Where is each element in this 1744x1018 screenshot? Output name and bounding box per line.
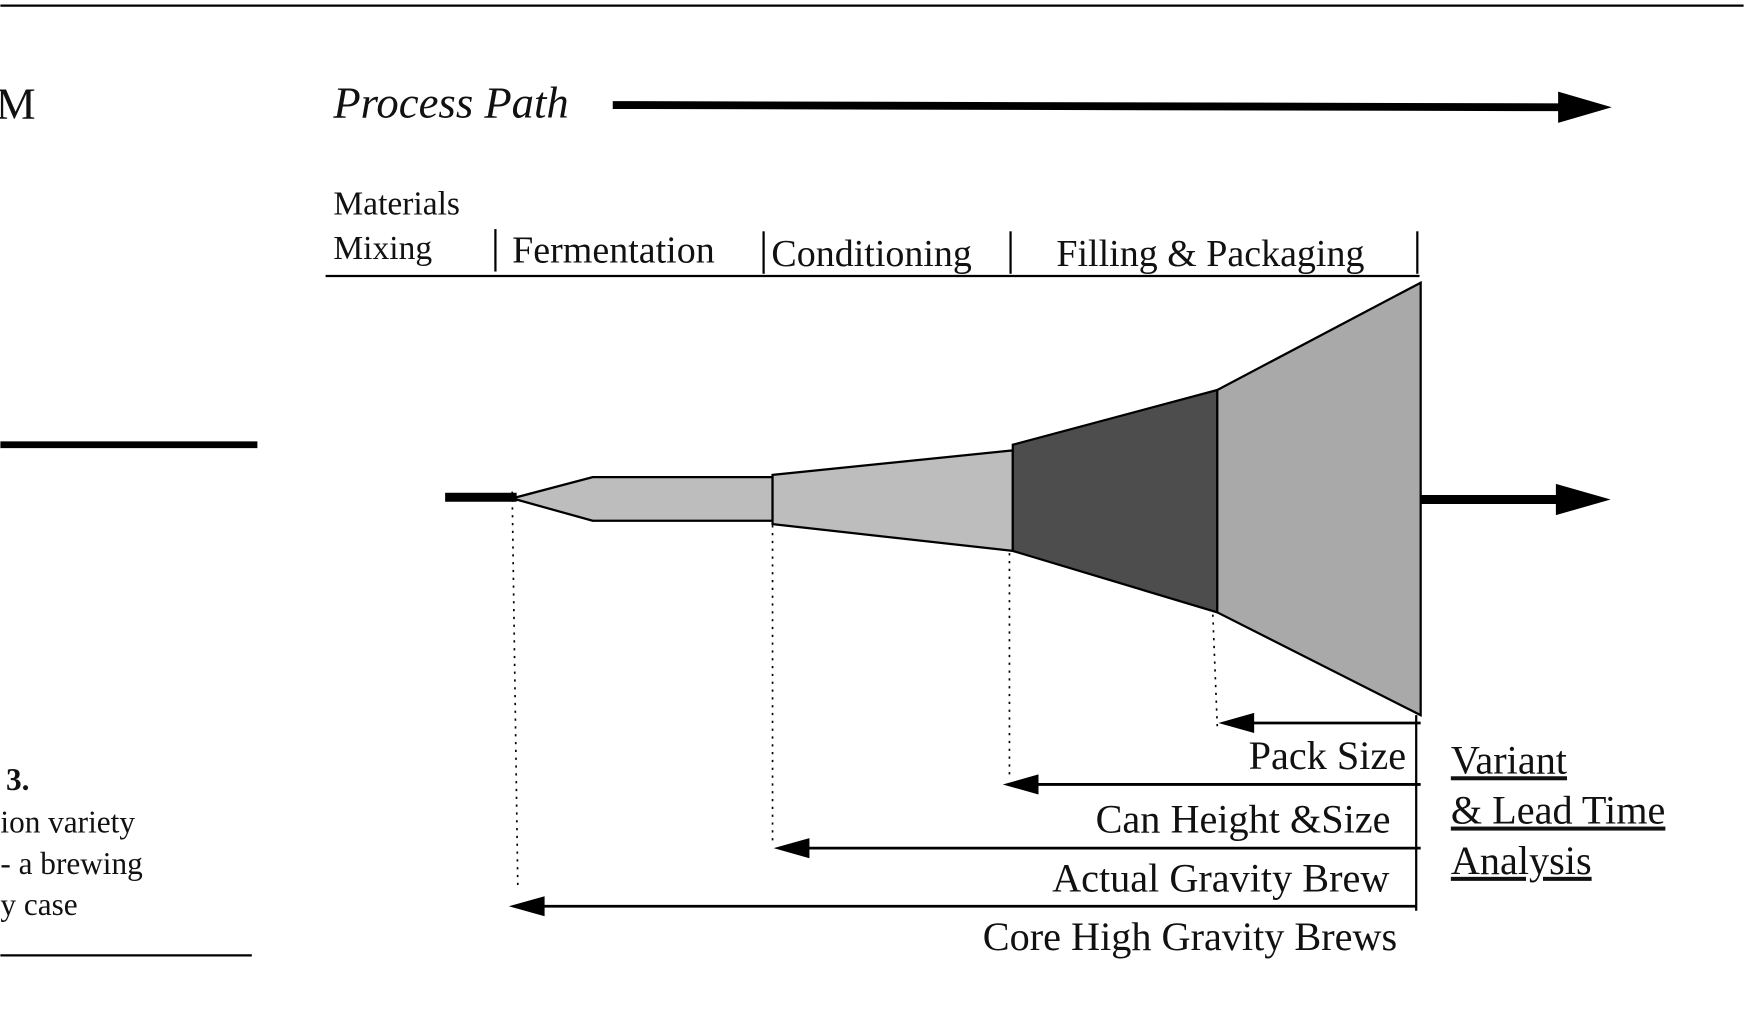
stage-materials-line1: Materials bbox=[333, 186, 460, 223]
caption-line: - a brewing bbox=[0, 846, 143, 881]
dotted-guides bbox=[511, 491, 1219, 886]
process-path-arrowhead bbox=[1558, 91, 1612, 123]
process-path-arrow bbox=[612, 101, 1563, 112]
label-actual-gravity-brew: Actual Gravity Brew bbox=[1052, 856, 1389, 901]
label-can-height-size: Can Height &Size bbox=[1096, 797, 1391, 842]
variant-arrows bbox=[540, 721, 1421, 908]
analysis-label-line: Analysis bbox=[1451, 838, 1592, 883]
stage-materials-line2: Mixing bbox=[333, 230, 432, 267]
label-core-high-gravity-brews: Core High Gravity Brews bbox=[983, 914, 1397, 959]
diagram-title: Process Path bbox=[332, 77, 568, 127]
label-pack-size: Pack Size bbox=[1249, 733, 1406, 778]
stage-filling: Filling & Packaging bbox=[1056, 233, 1364, 275]
conditioning-segment bbox=[771, 449, 1014, 553]
caption-line: y case bbox=[0, 887, 77, 922]
stage-separators bbox=[494, 229, 1419, 274]
heading-fragment: M bbox=[0, 78, 36, 128]
analysis-label-line: & Lead Time bbox=[1451, 788, 1666, 833]
can-size-segment bbox=[1011, 388, 1219, 614]
figure-number: 3. bbox=[6, 762, 29, 797]
caption-line: ion variety bbox=[0, 805, 135, 840]
stage-fermentation: Fermentation bbox=[512, 230, 715, 272]
output-arrowhead bbox=[1555, 483, 1611, 516]
variant-arrowheads bbox=[508, 712, 1255, 917]
analysis-label-line: Variant bbox=[1451, 737, 1567, 782]
packaging-segment bbox=[1216, 280, 1422, 717]
stage-conditioning: Conditioning bbox=[771, 233, 972, 275]
fermentation-segment bbox=[507, 476, 774, 522]
